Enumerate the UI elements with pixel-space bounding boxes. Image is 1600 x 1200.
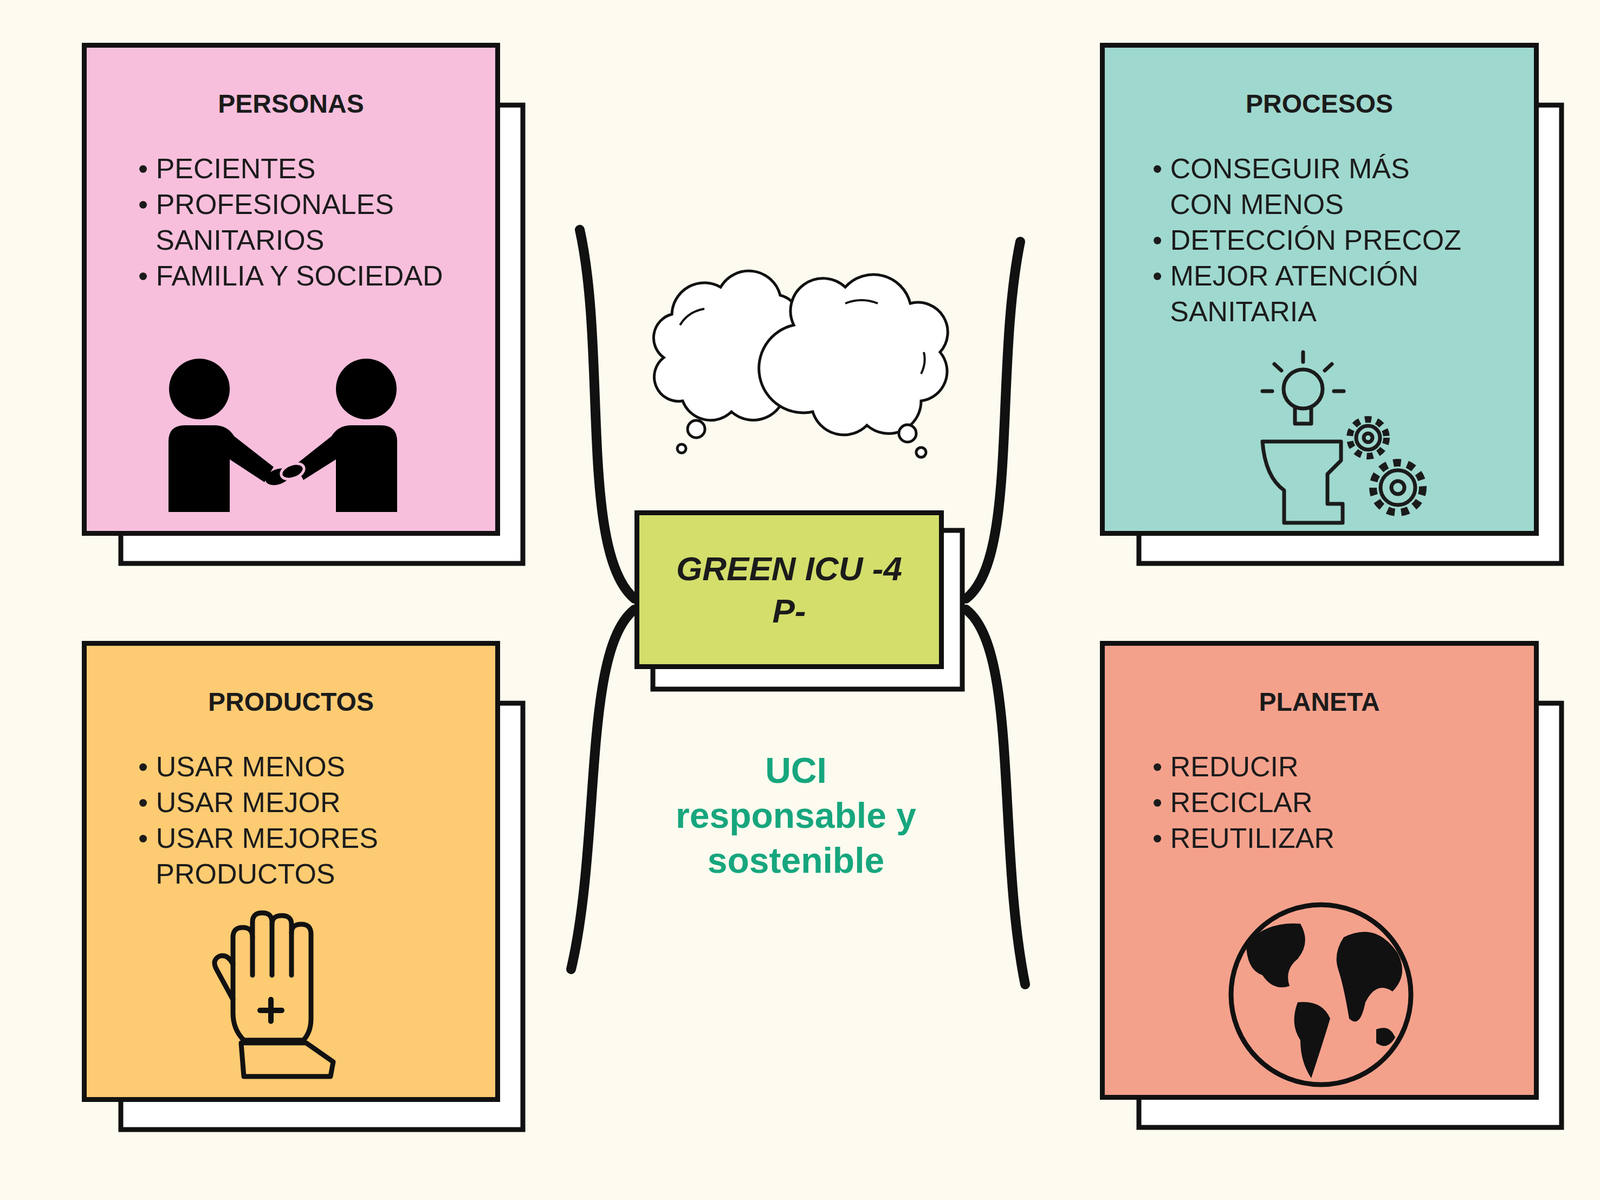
box-heading: PERSONAS <box>86 88 496 120</box>
personas-box: PERSONAS• PECIENTES• PROFESIONALES SANIT… <box>81 42 501 536</box>
thought-clouds <box>653 270 948 458</box>
right-bracket <box>966 241 1026 985</box>
cloud-bubble <box>916 447 926 458</box>
bullet-item: • USAR MENOS <box>138 748 513 785</box>
center-box: GREEN ICU -4 P- <box>634 510 944 670</box>
bullet-item: • RECICLAR <box>1152 784 1527 821</box>
procesos-box: PROCESOS • CONSEGUIR MÁS CON MENOS• DETEC… <box>1099 42 1539 536</box>
bullet-item: • FAMILIA Y SOCIEDAD <box>138 257 513 294</box>
bullet-item: • CONSEGUIR MÁS CON MENOS <box>1152 150 1456 223</box>
curly-brackets <box>571 229 1026 985</box>
center-title: GREEN ICU -4 P- <box>675 547 904 633</box>
cloud-bubble <box>677 444 686 453</box>
bullet-item: • USAR MEJOR <box>138 784 513 821</box>
bullet-item: • USAR MEJORES PRODUCTOS <box>138 820 513 892</box>
bullet-item: • PECIENTES <box>138 150 513 187</box>
bullet-item: • MEJOR ATENCIÓN SANITARIA <box>1152 257 1527 330</box>
bullet-item: • DETECCIÓN PRECOZ <box>1152 222 1527 258</box>
bullet-item: • PROFESIONALES SANITARIOS <box>138 186 513 258</box>
cloud-bubble <box>687 420 705 438</box>
motto-label: UCI responsable y sostenible <box>671 748 921 884</box>
cloud-right <box>759 274 949 436</box>
left-bracket <box>571 229 635 970</box>
box-heading: PLANETA <box>1104 687 1534 718</box>
planeta-box: PLANETA • REDUCIR• RECICLAR• REUTILIZAR <box>1099 640 1539 1100</box>
box-heading: PROCESOS <box>1104 88 1534 120</box>
bullet-item: • REDUCIR <box>1152 748 1527 785</box>
box-heading: PRODUCTOS <box>86 687 496 718</box>
cloud-left <box>653 270 819 421</box>
bullet-item: • REUTILIZAR <box>1152 820 1527 857</box>
cloud-detail <box>679 300 925 374</box>
cloud-bubble <box>898 424 917 443</box>
productos-box: PRODUCTOS• USAR MENOS• USAR MEJOR• USAR … <box>81 640 501 1103</box>
